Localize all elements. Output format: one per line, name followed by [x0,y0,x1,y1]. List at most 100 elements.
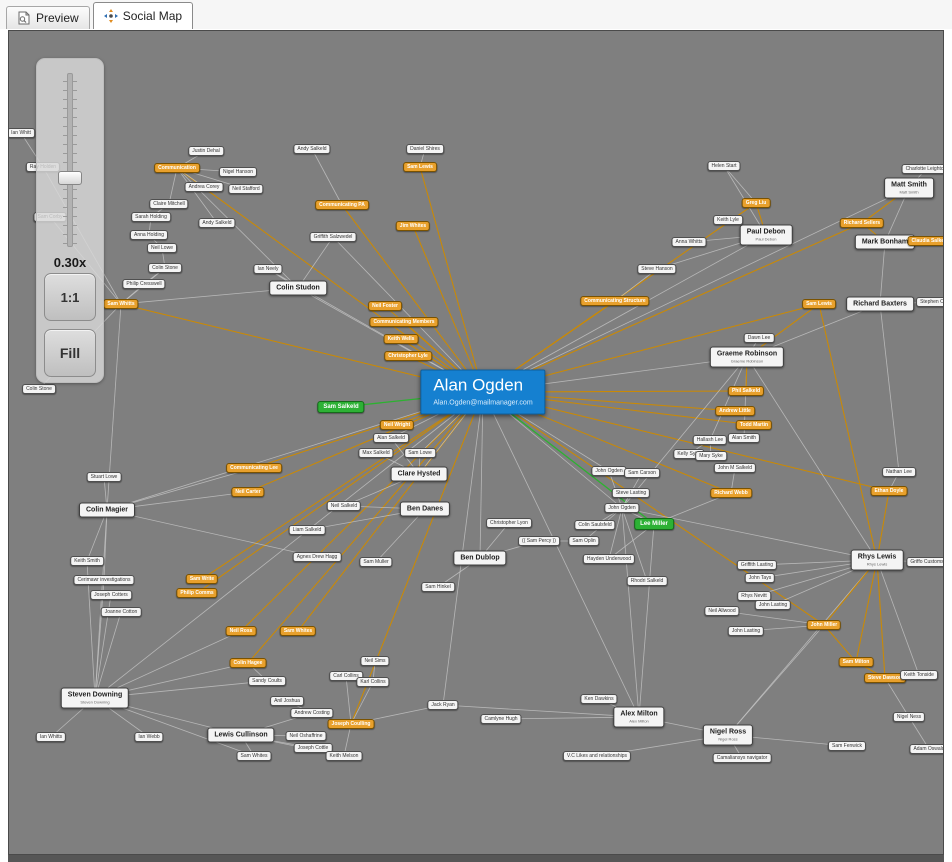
graph-node[interactable]: Neil Carter [231,487,265,497]
graph-node[interactable]: Sam Lewis [802,299,836,309]
graph-node[interactable]: Neil Oshaffrine [285,731,327,741]
graph-node[interactable]: Neil Allwood [704,606,740,616]
graph-node[interactable]: John Ogden [591,466,627,476]
graph-node[interactable]: Steve Lasting [611,488,651,498]
graph-node[interactable]: Clare Hysted [390,466,448,482]
zoom-slider-thumb[interactable] [58,171,82,185]
graph-node[interactable]: Anna Whitts [671,237,707,247]
graph-node[interactable]: Colin Studon [269,280,327,296]
graph-node[interactable]: Ken Dawkins [580,694,618,704]
graph-node[interactable]: Sarah Holding [131,212,171,222]
graph-node[interactable]: V.C Likes and relationships [562,751,632,761]
graph-node[interactable]: Griffith Salzwedel [309,232,357,242]
graph-node[interactable]: Ian Whitts [35,732,67,742]
graph-node[interactable]: Neil Salkeld [326,501,362,511]
graph-node[interactable]: Sam Carson [624,468,660,478]
graph-node[interactable]: Joseph Coulling [327,719,375,729]
graph-node[interactable]: Hallash Lee [692,435,728,445]
graph-node[interactable]: (( Sam Percy )) [518,536,560,546]
graph-node[interactable]: Sam Write [185,574,219,584]
graph-node[interactable]: Colin Hagee [229,658,267,668]
tab-preview[interactable]: Preview [6,6,90,29]
graph-node[interactable]: John Miller [806,620,842,630]
graph-node[interactable]: Philip Cresswell [122,279,166,289]
graph-node[interactable]: Sam Lowe [404,448,436,458]
graph-node[interactable]: Claudia Salkeld [907,236,943,246]
graph-node[interactable]: Justin Dehal [188,146,224,156]
graph-node[interactable]: Neil Wright [379,420,415,430]
graph-node[interactable]: Sam Oplin [568,536,600,546]
graph-node[interactable]: Nigel Hanson [218,167,258,177]
graph-node[interactable]: Communicating Structure [580,296,650,306]
graph-node[interactable]: Camaliansys navigator [712,753,772,763]
graph-node[interactable]: Anna Holding [129,230,169,240]
graph-node[interactable]: Nigel Ness [892,712,926,722]
graph-node[interactable]: Christopher Lyon [486,518,532,528]
graph-node[interactable]: Sam Lewis [403,162,437,172]
graph-node[interactable]: Joseph Cottle [293,743,333,753]
graph-node[interactable]: John Ogden [604,503,640,513]
graph-node[interactable]: Andy Salkeld [293,144,331,154]
graph-node[interactable]: Joseph Cotters [90,590,132,600]
graph-node[interactable]: Rhys Nevitt [737,591,771,601]
graph-node[interactable]: Neil Stafford [228,184,264,194]
graph-node[interactable]: Colin Magier [78,502,136,518]
graph-node[interactable]: Communication [154,163,200,173]
graph-node[interactable]: Ethan Doyle [870,486,908,496]
graph-node[interactable]: Sam Hinkel [421,582,455,592]
graph-node[interactable]: Stuart Lowe [86,472,122,482]
graph-node[interactable]: Communicating Lee [226,463,282,473]
graph-node[interactable]: Dawn Lee [743,333,775,343]
graph-node[interactable]: Stephen Offlet [916,297,943,307]
graph-node[interactable]: Lewis Cullinson [207,727,275,743]
graph-node[interactable]: Christopher Lyle [384,351,432,361]
graph-node[interactable]: Mary Syke [695,451,727,461]
graph-node[interactable]: Sam Whitts [103,299,139,309]
graph-node[interactable]: Ben Dublop [453,550,507,566]
graph-node[interactable]: Andrew Little [715,406,755,416]
graph-node[interactable]: Richard Webb [710,488,752,498]
graph-node[interactable]: Richard Sellers [839,218,885,228]
graph-node[interactable]: Ben Danes [399,501,451,517]
graph-node[interactable]: Sandy Coults [248,676,286,686]
graph-node[interactable]: Griffo Customs [906,557,943,567]
graph-node[interactable]: Communicating Members [369,317,439,327]
graph-node[interactable]: Karl Collins [356,677,390,687]
graph-node[interactable]: Neil Foster [368,301,402,311]
graph-node[interactable]: Cerimawr investigations [73,575,135,585]
graph-node[interactable]: Lee Miller [634,518,674,530]
graph-node[interactable]: Alan Salkeld [373,433,409,443]
graph-node[interactable]: Keith Lyle [713,215,743,225]
graph-node[interactable]: John M Salkeld [713,463,757,473]
graph-node[interactable]: John Lasting [754,600,792,610]
graph-node[interactable]: Communicating PA [315,200,369,210]
graph-node[interactable]: John Tays [744,573,776,583]
graph-node[interactable]: Sam Milton [838,657,874,667]
graph-node[interactable]: Colin Stone [22,384,56,394]
fill-button[interactable]: Fill [44,329,96,377]
graph-node[interactable]: Mark Bonham [854,234,916,250]
graph-node[interactable]: Alan Smith [727,433,761,443]
graph-node[interactable]: Andrew Costing [290,708,334,718]
graph-node[interactable]: Claire Mitchell [149,199,189,209]
graph-node[interactable]: Keith Tonside [900,670,938,680]
graph-node[interactable]: Nathan Lee [882,467,916,477]
graph-node[interactable]: Phil Salkeld [727,386,765,396]
graph-node[interactable]: Griffith Lasting [736,560,778,570]
graph-node[interactable]: Agnes Drew Hagg [292,552,342,562]
graph-node[interactable]: Keith Smith [70,556,104,566]
graph-node[interactable]: Joanne Cotton [100,607,142,617]
tab-social-map[interactable]: Social Map [92,2,194,29]
graph-node[interactable]: Anil Joshua [270,696,304,706]
graph-node[interactable]: Rhodri Salkeld [626,576,668,586]
graph-node[interactable]: Colin Saulsfeld [574,520,616,530]
graph-node[interactable]: Sam Whites [236,751,272,761]
graph-node[interactable]: Ian Whitt [9,128,35,138]
